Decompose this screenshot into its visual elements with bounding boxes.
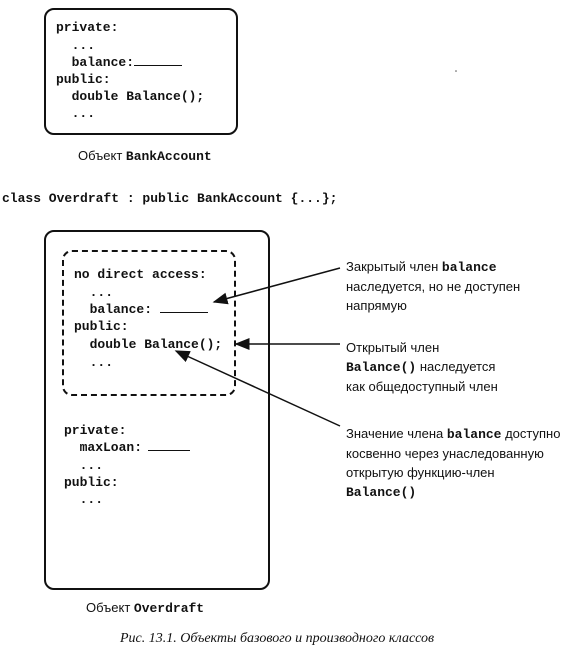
inherited-line-balance-fn: double Balance(); (74, 337, 223, 352)
annotation-public-member: Открытый член Balance() наследуется как … (346, 340, 498, 394)
balance-blank (134, 65, 183, 66)
own-line-private: private: (64, 423, 127, 438)
base-line-public: public: (56, 72, 111, 87)
base-object-box (44, 8, 238, 135)
inherited-line-ellipsis: ... (74, 285, 114, 300)
inherited-members-box (62, 250, 236, 396)
base-line-ellipsis: ... (56, 38, 96, 53)
class-declaration: class Overdraft : public BankAccount {..… (2, 191, 338, 206)
inherited-line-ellipsis-2: ... (74, 355, 114, 370)
base-line-balance: balance: (56, 55, 183, 70)
arrow-private-member (212, 267, 341, 305)
inherited-line-balance: balance: (74, 302, 209, 317)
base-line-ellipsis-2: ... (56, 106, 96, 121)
arrow-indirect-access (174, 350, 341, 427)
figure-caption: Рис. 13.1. Объекты базового и производно… (120, 631, 435, 646)
own-line-ellipsis-2: ... (64, 492, 104, 507)
base-line-balance-fn: double Balance(); (56, 89, 205, 104)
inherited-line-public: public: (74, 319, 129, 334)
own-line-ellipsis: ... (64, 458, 104, 473)
derived-object-box (44, 230, 270, 590)
derived-object-caption: Объект Overdraft (86, 600, 205, 616)
annotation-indirect-access: Значение члена balance доступно косвенно… (346, 426, 561, 500)
speck-mark (455, 70, 457, 72)
own-line-public: public: (64, 475, 119, 490)
base-line-private: private: (56, 20, 119, 35)
base-object-caption: Объект BankAccount (78, 148, 212, 164)
inherited-line-no-access: no direct access: (74, 267, 207, 282)
inherited-balance-blank (160, 312, 209, 313)
annotation-private-member: Закрытый член balance наследуется, но не… (346, 259, 521, 313)
own-line-maxloan: maxLoan: (64, 440, 191, 455)
maxloan-blank (148, 450, 191, 451)
